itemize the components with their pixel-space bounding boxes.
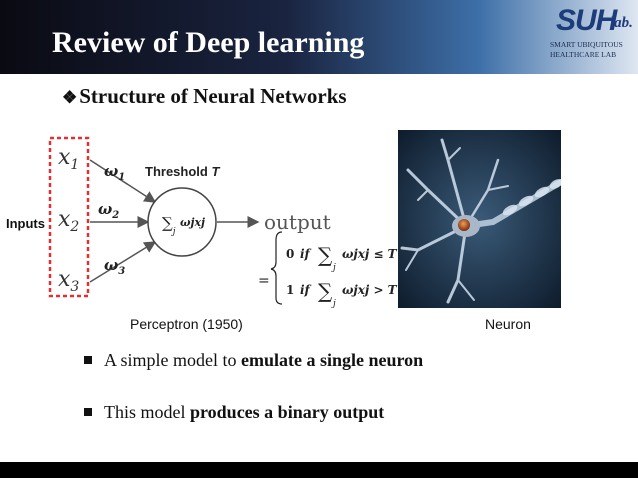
bullet-item: This model produces a binary output: [84, 402, 384, 423]
node-sum-term: ωjxj: [180, 216, 205, 229]
edge-w3: [89, 241, 157, 283]
case2-sum-sub: j: [331, 299, 336, 309]
neuron-nucleus: [458, 219, 470, 231]
case1-cond: if: [300, 247, 312, 261]
logo-subtitle: SMART UBIQUITOUS HEALTHCARE LAB: [550, 40, 623, 60]
bullet-bold-text: emulate a single neuron: [241, 350, 424, 370]
case2-cond: if: [300, 283, 312, 297]
equation-brace: [270, 231, 283, 305]
bullet-text: A simple model to: [104, 350, 241, 370]
perceptron-diagram: x1 x2 x3 Inputs ω1 ω2 ω3 Threshold T ∑j …: [6, 136, 398, 309]
section-heading: ❖Structure of Neural Networks: [62, 84, 347, 109]
logo-lab-text: lab.: [610, 15, 633, 31]
square-bullet-icon: [84, 408, 92, 416]
case1-sum-sub: j: [331, 263, 336, 273]
case1-expr: ωjxj ≤ T: [342, 247, 398, 261]
case1-sum: ∑: [318, 243, 333, 267]
bullet-bold-text: produces a binary output: [190, 402, 385, 422]
diamond-bullet-icon: ❖: [62, 88, 78, 107]
square-bullet-icon: [84, 356, 92, 364]
output-label: output: [264, 210, 331, 234]
footer-bar: [0, 462, 638, 478]
case1-value: 0: [286, 247, 294, 261]
section-heading-text: Structure of Neural Networks: [79, 84, 347, 108]
neuron-image: [398, 130, 561, 308]
slide-title: Review of Deep learning: [52, 26, 365, 59]
weight-w3: ω3: [104, 256, 125, 277]
threshold-label: Threshold T: [145, 164, 220, 179]
case2-sum: ∑: [318, 279, 333, 303]
lab-logo: SUH lab. SMART UBIQUITOUS HEALTHCARE LAB: [548, 4, 634, 64]
neuron-caption: Neuron: [485, 316, 531, 332]
perceptron-node: [147, 187, 217, 257]
logo-subtitle-line2: HEALTHCARE LAB: [550, 50, 617, 59]
case2-value: 1: [286, 283, 294, 297]
perceptron-caption: Perceptron (1950): [130, 316, 243, 332]
input-x3: x3: [58, 267, 79, 295]
logo-text: SUH: [556, 4, 617, 37]
inputs-label: Inputs: [6, 216, 45, 231]
edge-w1: [89, 159, 157, 203]
logo-subtitle-line1: SMART UBIQUITOUS: [550, 40, 623, 49]
case2-expr: ωjxj > T: [342, 283, 398, 297]
bullet-text: This model: [104, 402, 190, 422]
title-bar: [0, 0, 638, 74]
equation-equals: =: [258, 273, 270, 289]
bullet-item: A simple model to emulate a single neuro…: [84, 350, 423, 371]
node-sum-symbol: ∑j: [162, 214, 176, 237]
input-x1: x1: [58, 145, 79, 173]
weight-w2: ω2: [98, 200, 119, 221]
input-x2: x2: [58, 207, 79, 235]
weight-w1: ω1: [104, 162, 125, 183]
